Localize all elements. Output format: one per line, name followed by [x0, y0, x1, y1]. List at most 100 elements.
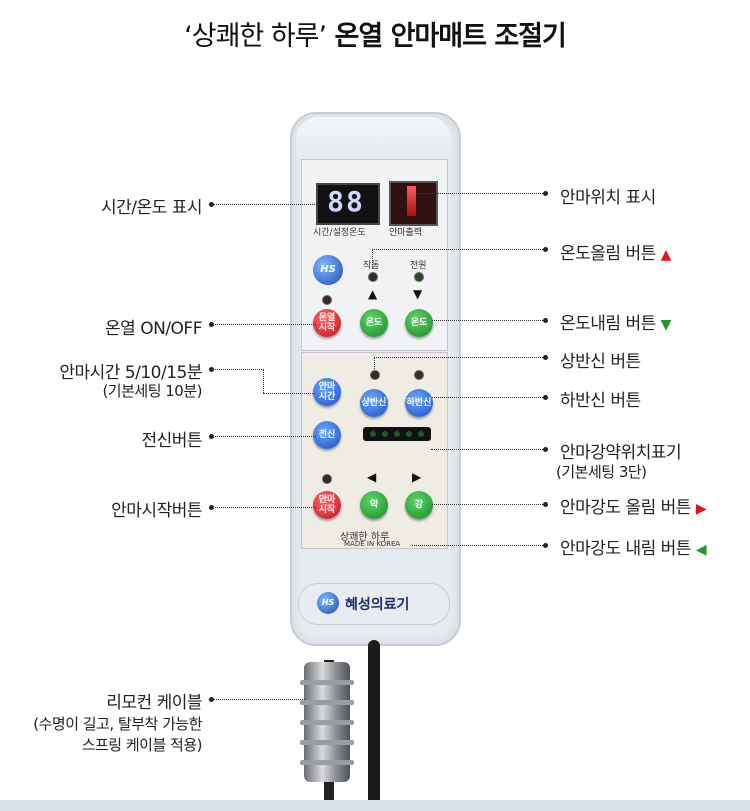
leader-dot	[209, 322, 214, 327]
leader-line	[212, 204, 317, 205]
connector-ring	[300, 760, 354, 765]
label-whole-body: 전신버튼	[141, 431, 202, 451]
whole-body-button[interactable]: 전신	[313, 421, 341, 449]
strength-led-1	[370, 431, 376, 437]
massage-led	[322, 474, 332, 484]
up-triangle-icon: ▲	[368, 287, 378, 301]
label-temp-up-text: 온도올림 버튼	[560, 244, 656, 264]
label-strength-indicator: 안마강약위치표기	[560, 443, 682, 463]
label-cable-note-1: (수명이 길고, 탈부착 가능한	[33, 715, 202, 733]
label-massage-start: 안마시작버튼	[111, 501, 202, 521]
lower-body-button[interactable]: 하반신	[405, 389, 433, 417]
label-cable-note-2: 스프링 케이블 적용)	[81, 736, 203, 754]
label-temp-down-text: 온도내림 버튼	[560, 314, 656, 334]
display-caption: 시간/설정온도	[313, 228, 366, 238]
massage-start-button[interactable]: 안마 시작	[313, 491, 341, 519]
label-massage-time: 안마시간 5/10/15분	[59, 363, 202, 383]
leader-dot	[543, 191, 548, 196]
label-massage-time-note: (기본세팅 10분)	[102, 382, 202, 400]
massage-time-button[interactable]: 안마 시간	[313, 378, 341, 406]
leader-dot	[543, 447, 548, 452]
title-quoted: ‘상쾌한 하루’	[184, 21, 327, 52]
label-strength-down: 안마강도 내림 버튼 ◀	[560, 534, 707, 559]
leader-line	[416, 193, 543, 194]
label-heat-onoff: 온열 ON/OFF	[105, 319, 202, 339]
heat-onoff-button[interactable]: 온열 시작	[313, 309, 341, 337]
heat-led	[322, 295, 332, 305]
upper-body-button[interactable]: 상반신	[360, 389, 388, 417]
green-down-triangle-icon: ▼	[660, 317, 672, 333]
bottom-bar	[0, 800, 750, 811]
label-upper-body: 상반신 버튼	[560, 352, 641, 372]
temp-down-button[interactable]: 온도	[405, 309, 433, 337]
label-strength-note: (기본세팅 3단)	[556, 463, 647, 481]
leader-line	[263, 393, 315, 394]
label-strength-up: 안마강도 올림 버튼 ▶	[560, 493, 707, 518]
temp-up-button[interactable]: 온도	[360, 309, 388, 337]
leader-line	[374, 357, 375, 369]
page-title: ‘상쾌한 하루’ 온열 안마매트 조절기	[0, 14, 750, 53]
led-label-operating: 작동	[363, 261, 380, 271]
position-caption: 안마출력	[389, 228, 423, 238]
strength-led-4	[406, 431, 412, 437]
leader-dot	[209, 202, 214, 207]
leader-line	[212, 699, 305, 700]
label-cable: 리모컨 케이블	[106, 693, 202, 713]
leader-dot	[543, 502, 548, 507]
label-time-temp-display: 시간/온도 표시	[101, 198, 202, 218]
brand-logo-icon: HS	[317, 592, 339, 614]
operating-led	[368, 272, 378, 282]
leader-line	[212, 436, 316, 437]
leader-dot	[543, 543, 548, 548]
label-strength-up-text: 안마강도 올림 버튼	[560, 498, 691, 518]
leader-line	[432, 504, 543, 505]
title-main: 온열 안마매트 조절기	[334, 21, 567, 52]
label-position-display: 안마위치 표시	[560, 188, 656, 208]
connector-ring	[300, 720, 354, 725]
remote-top	[296, 117, 451, 157]
leader-line	[212, 369, 264, 370]
lower-body-led	[414, 370, 424, 380]
leader-dot	[543, 355, 548, 360]
leader-dot	[209, 434, 214, 439]
green-left-triangle-icon: ◀	[695, 542, 707, 558]
model-name: 상쾌한 하루	[340, 532, 390, 543]
leader-dot	[543, 318, 548, 323]
red-right-triangle-icon: ▶	[695, 501, 707, 517]
leader-line	[374, 357, 543, 358]
leader-dot	[209, 367, 214, 372]
leader-dot	[209, 697, 214, 702]
made-in-label: MADE IN KOREA	[344, 540, 401, 548]
leader-line	[412, 545, 543, 546]
position-indicator-bar	[407, 186, 416, 216]
left-triangle-icon: ◀	[367, 470, 377, 484]
label-strength-down-text: 안마강도 내림 버튼	[560, 539, 691, 559]
leader-line	[212, 507, 316, 508]
leader-line	[432, 320, 543, 321]
leader-dot	[209, 505, 214, 510]
power-led	[414, 272, 424, 282]
strength-weak-button[interactable]: 약	[360, 491, 388, 519]
connector-ring	[300, 680, 354, 685]
led-label-power: 전원	[410, 261, 427, 271]
leader-line	[431, 449, 543, 450]
leader-dot	[543, 395, 548, 400]
time-temp-display	[316, 183, 380, 225]
leader-line	[372, 249, 373, 269]
leader-line	[212, 324, 316, 325]
label-temp-down: 온도내림 버튼 ▼	[560, 309, 671, 334]
label-lower-body: 하반신 버튼	[560, 391, 641, 411]
strength-led-5	[418, 431, 424, 437]
red-up-triangle-icon: ▲	[660, 247, 672, 263]
strength-strong-button[interactable]: 강	[405, 491, 433, 519]
remote-cable	[368, 640, 380, 810]
right-triangle-icon: ▶	[412, 470, 422, 484]
upper-body-led	[370, 370, 380, 380]
strength-led-2	[382, 431, 388, 437]
leader-line	[432, 397, 543, 398]
label-temp-up: 온도올림 버튼 ▲	[560, 239, 671, 264]
leader-dot	[543, 247, 548, 252]
strength-led-3	[394, 431, 400, 437]
connector-ring	[300, 740, 354, 745]
hs-logo-icon: HS	[313, 255, 343, 285]
